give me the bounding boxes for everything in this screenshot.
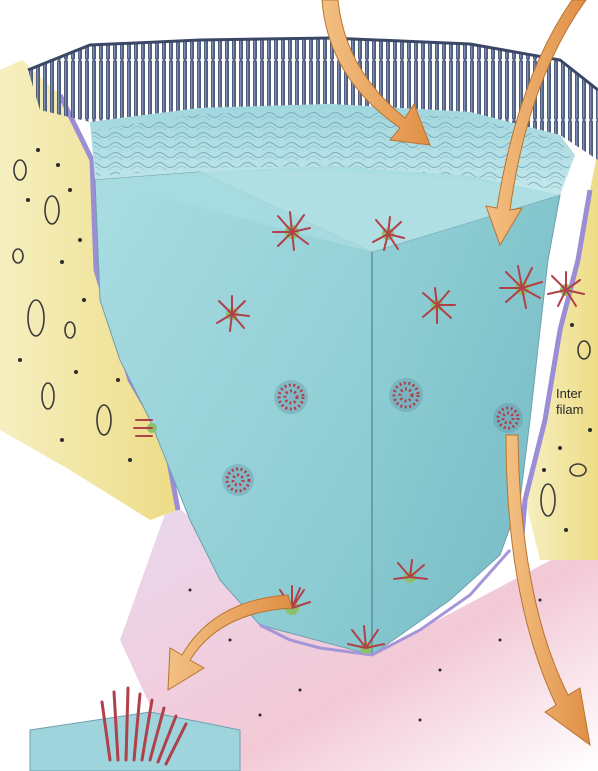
- label-intermediate-filaments-line-2: filam: [556, 402, 583, 417]
- cross-section-cluster: [493, 403, 523, 433]
- cross-section-cluster: [389, 378, 423, 412]
- label-intermediate-filaments-line-1: Inter: [556, 386, 582, 401]
- cross-section-cluster: [222, 464, 254, 496]
- cross-section-cluster: [274, 380, 308, 414]
